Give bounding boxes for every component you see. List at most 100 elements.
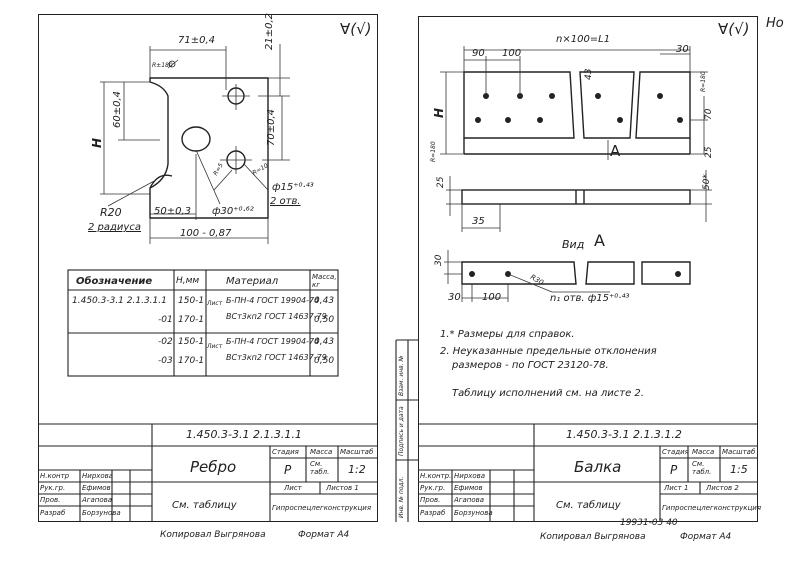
right-stamp-person: Нирхова: [454, 472, 486, 480]
left-table-row-prefix: Лист: [207, 300, 223, 307]
right-dim-35: 35: [472, 216, 485, 227]
right-stamp-stage-h: Стадия: [662, 448, 689, 456]
right-stamp-sheets: Листов 2: [706, 484, 739, 492]
left-stamp-role: Рук.гр.: [40, 484, 66, 492]
right-dim-nx: n×100=L1: [556, 34, 611, 45]
left-stamp-stage: Р: [284, 463, 292, 477]
right-stamp-person: Борзунова: [454, 509, 493, 517]
right-footer-format: Формат А4: [680, 532, 732, 542]
right-side-label: Инв. № подл.: [398, 476, 405, 518]
right-dim-r-left: R=180: [430, 141, 437, 162]
right-stamp-role: Пров.: [420, 496, 441, 504]
right-dim-25: 25: [436, 176, 446, 188]
left-stamp-org: Гипроспецлегконструкция: [272, 504, 372, 512]
right-arrow-a: А: [610, 142, 621, 160]
left-dim-top: 71±0,4: [178, 35, 216, 46]
left-table-row-code: -01: [158, 315, 173, 325]
right-stamp-scale: 1:5: [730, 463, 748, 476]
right-stamp-code: 1.450.3-3.1 2.1.3.1.2: [566, 428, 682, 441]
right-dim-43: 43: [584, 68, 594, 80]
left-stamp-person: Борзунова: [82, 509, 121, 517]
right-stamp-see: См. таблицу: [556, 500, 621, 511]
right-dim-90: 90: [472, 48, 485, 59]
left-roughness-symbol: ∀(√): [340, 20, 372, 38]
left-table-row-code: -03: [158, 356, 173, 366]
right-footer-copy: Копировал Выгрянова: [540, 532, 646, 542]
left-table-row-h: 170-1: [178, 315, 205, 325]
right-stamp-stage: Р: [670, 463, 678, 477]
left-stamp-role: Разраб: [40, 509, 66, 517]
left-dim-holes: 2 отв.: [270, 196, 301, 207]
left-table-row-mat: ВСт3кп2 ГОСТ 14637-79: [226, 312, 327, 321]
left-stamp-name: Ребро: [190, 458, 237, 476]
right-stamp-role: Рук.гр.: [420, 484, 446, 492]
left-dim-r-top: R±180: [152, 62, 173, 69]
left-stamp-person: Агапова: [82, 496, 113, 504]
right-note: 2. Неуказанные предельные отклонения: [440, 346, 657, 357]
right-dim-70: 70: [704, 108, 714, 120]
left-stamp-mass-h: Масса: [310, 448, 333, 456]
right-stamp-role: Разраб: [420, 509, 446, 517]
left-table-header-code: Обозначение: [76, 276, 153, 287]
left-stamp-scale-h: Масштаб: [340, 448, 374, 456]
left-table-row-code: -02: [158, 337, 173, 347]
right-note: размеров - по ГОСТ 23120-78.: [452, 360, 609, 371]
right-corner-note: Но: [766, 16, 784, 31]
right-roughness-symbol: ∀(√): [718, 20, 750, 38]
right-side-label: Взам. инв. №: [398, 355, 405, 396]
left-stamp-scale: 1:2: [348, 463, 366, 476]
right-dim-r-right: R=180: [700, 71, 707, 92]
left-stamp-role: Пров.: [40, 496, 61, 504]
right-stamp-name: Балка: [574, 458, 622, 476]
left-table-row-mass: 0,43: [314, 337, 335, 347]
left-stamp-see: См. таблицу: [172, 500, 237, 511]
left-dim-hole-dia: ф15⁺⁰·⁴³: [272, 182, 314, 193]
right-stamp-person: Ефимов: [454, 484, 483, 492]
left-table-row-prefix: Лист: [207, 343, 223, 350]
right-view-letter: А: [594, 231, 605, 250]
left-dim-left-mid: 60±0,4: [112, 90, 123, 128]
right-table-ref: Таблицу исполнений см. на листе 2.: [452, 388, 644, 399]
right-dim-30-top: 30: [676, 44, 689, 55]
left-dim-right-top: 21±0,2: [264, 12, 275, 50]
left-dim-bottom-small: 50±0,3: [154, 206, 192, 217]
right-dim-h: H: [432, 107, 446, 118]
right-dim-25-r: 25: [704, 146, 714, 158]
left-table-row-h: 150-1: [178, 296, 205, 306]
right-side-label: Подпись и дата: [398, 406, 405, 456]
right-note: 1.* Размеры для справок.: [440, 329, 575, 340]
left-table-row-h: 150-1: [178, 337, 205, 347]
left-stamp-person: Нирхова: [82, 472, 114, 480]
left-footer-copy: Копировал Выгрянова: [160, 530, 266, 540]
left-stamp-role: Н.контр: [40, 472, 70, 480]
right-dim-100-bottom: 100: [482, 292, 502, 303]
left-table-header-mass: Масса, кг: [312, 273, 337, 289]
left-table-row-mass: 0,50: [314, 356, 335, 366]
left-table-header-material: Материал: [226, 276, 279, 287]
left-table-row-mass: 0,50: [314, 315, 335, 325]
right-stamp-org: Гипроспецлегконструкция: [662, 504, 762, 512]
right-stamp-person: Агапова: [454, 496, 485, 504]
right-dim-30-bottom: 30: [448, 292, 461, 303]
right-stamp-role: Н.контр.: [420, 472, 452, 480]
left-table-header-h: H,мм: [176, 276, 200, 286]
left-dim-radii: 2 радиуса: [88, 222, 141, 233]
right-stamp-scale-h: Масштаб: [722, 448, 756, 456]
left-dim-right-mid: 70±0,4: [266, 108, 277, 146]
right-stamp-mass: См. табл.: [692, 460, 712, 476]
right-sheet-frame: [418, 16, 758, 522]
right-dim-30-left: 30: [434, 254, 444, 266]
right-dim-holes: n₁ отв. ф15⁺⁰·⁴³: [550, 293, 630, 304]
left-footer-format: Формат А4: [298, 530, 350, 540]
left-stamp-sheets: Листов 1: [326, 484, 359, 492]
right-stamp-sheet: Лист 1: [664, 484, 689, 492]
left-stamp-mass: См. табл.: [310, 460, 330, 476]
left-stamp-sheet: Лист: [284, 484, 302, 492]
left-dim-r20: R20: [100, 206, 122, 219]
right-doc-number: 19931-03 40: [620, 518, 678, 528]
left-stamp-stage-h: Стадия: [272, 448, 299, 456]
right-view-label: Вид: [562, 238, 585, 251]
left-table-row-mat: Б-ПН-4 ГОСТ 19904-74: [226, 296, 320, 305]
